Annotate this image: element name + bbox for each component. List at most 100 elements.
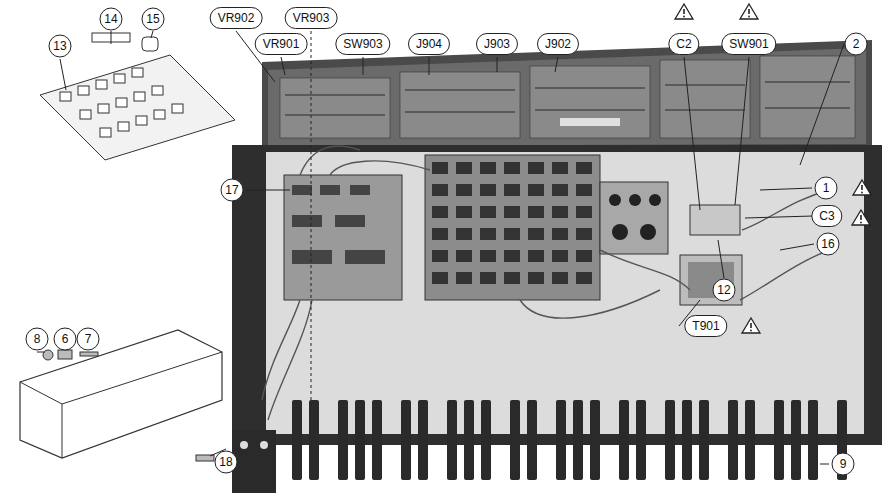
black-key (774, 400, 784, 480)
warning-outline (675, 4, 693, 19)
chip (552, 272, 568, 284)
warning-triangle (853, 180, 871, 195)
callout-number: 1 (815, 177, 838, 200)
black-key (447, 400, 457, 480)
black-key (309, 400, 319, 480)
warning-triangle (852, 210, 870, 225)
chip (432, 206, 448, 218)
black-key (401, 400, 411, 480)
wiring (262, 146, 830, 420)
center-board-parts (432, 162, 592, 284)
case-floor (266, 152, 864, 434)
callout-number: T901 (684, 315, 727, 337)
chip (528, 250, 544, 262)
warning-dot (683, 16, 685, 18)
chip (552, 184, 568, 196)
chip (528, 272, 544, 284)
chip (528, 228, 544, 240)
switch-block (690, 205, 740, 235)
warning-symbols (675, 4, 871, 333)
callout-number: C3 (811, 205, 842, 227)
chip (528, 184, 544, 196)
chip (456, 272, 472, 284)
button-board (40, 55, 235, 160)
panel-boards (280, 56, 855, 138)
black-key (682, 400, 692, 480)
chip (456, 184, 472, 196)
callout-number: 7 (77, 328, 100, 351)
chip (576, 184, 592, 196)
callout-number: J902 (537, 33, 579, 55)
end-block-edge (20, 382, 62, 404)
chip (576, 206, 592, 218)
end-block (20, 330, 222, 458)
chip (576, 162, 592, 174)
chip (504, 184, 520, 196)
chip (576, 272, 592, 284)
control-knob (240, 441, 248, 449)
chip (456, 162, 472, 174)
callout-number: 2 (845, 33, 868, 56)
callout-number: 17 (221, 179, 244, 202)
chip (432, 228, 448, 240)
callout-number: 15 (142, 8, 165, 31)
warning-dot (861, 192, 863, 194)
chip (480, 184, 496, 196)
chip (432, 162, 448, 174)
end-block-edge (62, 404, 63, 458)
chip (432, 272, 448, 284)
lid-inner (268, 48, 866, 146)
warning-triangle (740, 4, 758, 19)
callout-number: C2 (668, 33, 699, 55)
transformer (680, 255, 742, 305)
chip (480, 228, 496, 240)
black-key (573, 400, 583, 480)
callout-number: J903 (476, 33, 518, 55)
warning-triangle (675, 4, 693, 19)
chip (504, 162, 520, 174)
warning-dot (750, 330, 752, 332)
callout-number: J904 (408, 33, 450, 55)
black-key (636, 400, 646, 480)
callout-number: VR903 (285, 7, 338, 29)
callout-number: VR902 (210, 7, 263, 29)
warning-dot (748, 16, 750, 18)
black-key (590, 400, 600, 480)
knob-cap (142, 37, 158, 51)
black-key (808, 400, 818, 480)
chip (528, 162, 544, 174)
callout-number: 9 (832, 453, 855, 476)
chip (432, 184, 448, 196)
chip (504, 228, 520, 240)
warning-triangle (742, 318, 760, 333)
warning-mark (861, 185, 863, 190)
black-key (481, 400, 491, 480)
chip (504, 250, 520, 262)
chip (480, 250, 496, 262)
callout-number: 14 (100, 8, 123, 31)
chip (528, 206, 544, 218)
warning-outline (853, 180, 871, 195)
control-knob (260, 441, 268, 449)
warning-outline (852, 210, 870, 225)
chip (576, 228, 592, 240)
black-key (355, 400, 365, 480)
black-key (619, 400, 629, 480)
chip (552, 250, 568, 262)
black-key (338, 400, 348, 480)
chip (552, 228, 568, 240)
callout-number: 6 (54, 328, 77, 351)
chip (456, 250, 472, 262)
warning-outline (742, 318, 760, 333)
chip (480, 272, 496, 284)
black-key (665, 400, 675, 480)
warning-mark (860, 215, 862, 220)
screw-set (43, 350, 98, 360)
end-block-edge (62, 352, 222, 404)
callout-number: 18 (215, 451, 238, 474)
warning-dot (860, 222, 862, 224)
chip (480, 206, 496, 218)
callout-number: 13 (49, 35, 72, 58)
chip (576, 250, 592, 262)
